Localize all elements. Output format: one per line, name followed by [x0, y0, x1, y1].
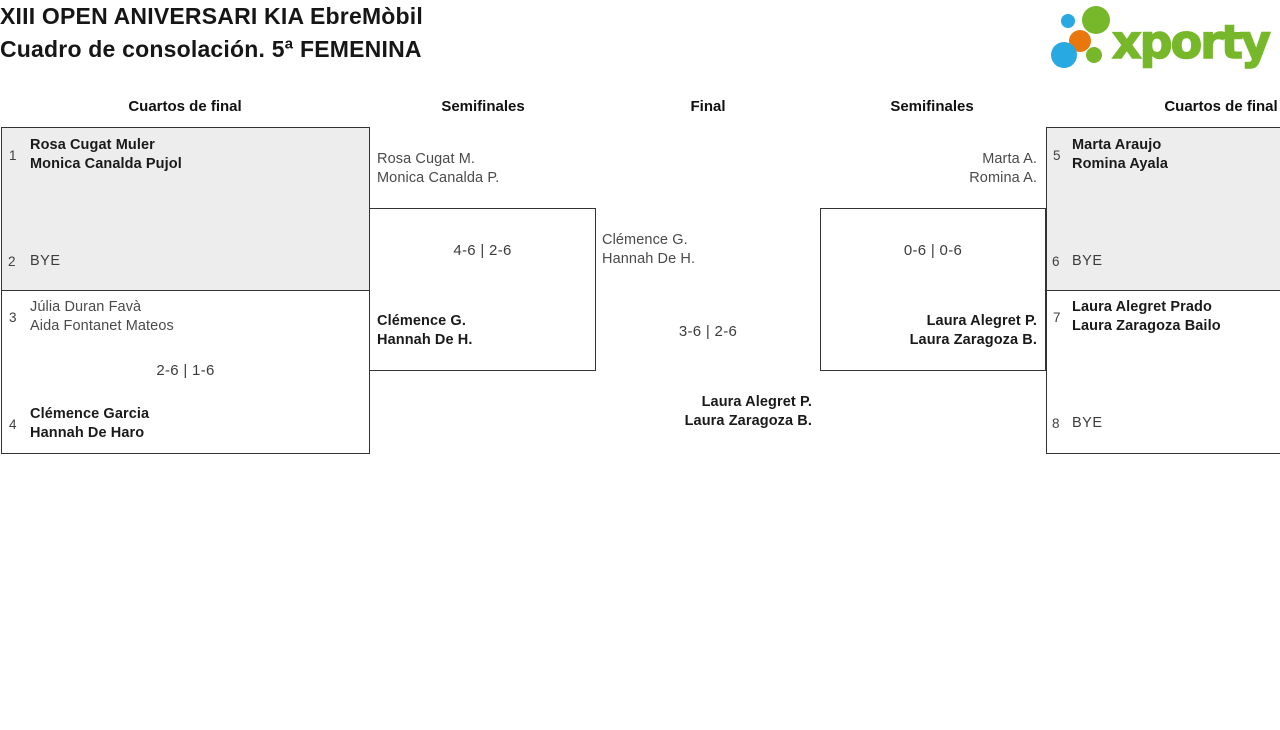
player-name: Clémence G.	[377, 313, 466, 329]
player-name: Aida Fontanet Mateos	[30, 318, 174, 334]
player-name: Monica Canalda Pujol	[30, 156, 182, 172]
round-header-qf-left: Cuartos de final	[128, 98, 242, 115]
player-name: Júlia Duran Favà	[30, 299, 142, 315]
seed-number-3: 3	[9, 310, 17, 325]
tournament-title: XIII OPEN ANIVERSARI KIA EbreMòbil	[0, 3, 423, 29]
player-name: Hannah De H.	[602, 251, 696, 267]
team-pair-final-top: Clémence G. Hannah De H.	[602, 231, 695, 269]
match-box-sf2	[820, 208, 1046, 371]
player-name: Laura Zaragoza B.	[684, 413, 812, 429]
player-name: Marta Araujo	[1072, 137, 1162, 153]
player-name: Rosa Cugat Muler	[30, 137, 155, 153]
team-pair-sf1-bottom: Clémence G. Hannah De H.	[377, 312, 472, 350]
bye-label-qf3: BYE	[1072, 253, 1103, 269]
team-pair-qf4-top: Laura Alegret Prado Laura Zaragoza Bailo	[1072, 298, 1221, 336]
team-pair-sf2-top: Marta A. Romina A.	[837, 150, 1037, 188]
player-name: Monica Canalda P.	[377, 170, 500, 186]
page-title: XIII OPEN ANIVERSARI KIA EbreMòbil Cuadr…	[0, 0, 423, 66]
draw-subtitle: Cuadro de consolación. 5ª FEMENINA	[0, 36, 422, 62]
bye-label-qf1: BYE	[30, 253, 61, 269]
xporty-logo-icon: xporty	[1051, 6, 1274, 70]
team-pair-sf1-top: Rosa Cugat M. Monica Canalda P.	[377, 150, 499, 188]
match-box-qf3	[1046, 127, 1280, 291]
seed-number-5: 5	[1053, 148, 1061, 163]
player-name: Clémence G.	[602, 232, 688, 248]
xporty-logo-text: xporty	[1112, 15, 1271, 69]
team-pair-qf2-bottom: Clémence Garcia Hannah De Haro	[30, 405, 149, 443]
player-name: Romina Ayala	[1072, 156, 1169, 172]
round-header-sf-right: Semifinales	[890, 98, 974, 115]
seed-number-2: 2	[8, 254, 16, 269]
match-box-sf1	[369, 208, 596, 371]
player-name: Romina A.	[969, 170, 1037, 186]
round-header-qf-right: Cuartos de final	[1164, 98, 1278, 115]
player-name: Laura Alegret P.	[701, 394, 812, 410]
player-name: Laura Zaragoza B.	[909, 332, 1037, 348]
player-name: Marta A.	[982, 151, 1037, 167]
player-name: Hannah De Haro	[30, 425, 145, 441]
round-header-sf-left: Semifinales	[441, 98, 525, 115]
team-pair-final-winner: Laura Alegret P. Laura Zaragoza B.	[612, 393, 812, 431]
seed-number-8: 8	[1052, 416, 1060, 431]
seed-number-4: 4	[9, 417, 17, 432]
player-name: Hannah De H.	[377, 332, 473, 348]
xporty-logo[interactable]: xporty	[1046, 2, 1280, 70]
player-name: Laura Alegret P.	[926, 313, 1037, 329]
match-score-final: 3-6 | 2-6	[678, 323, 738, 340]
bye-label-qf4: BYE	[1072, 415, 1103, 431]
team-pair-sf2-bottom: Laura Alegret P. Laura Zaragoza B.	[837, 312, 1037, 350]
match-box-qf2	[1, 290, 370, 454]
team-pair-qf3-top: Marta Araujo Romina Ayala	[1072, 136, 1168, 174]
player-name: Laura Alegret Prado	[1072, 299, 1212, 315]
seed-number-1: 1	[9, 148, 17, 163]
match-score-sf1: 4-6 | 2-6	[453, 242, 512, 259]
player-name: Rosa Cugat M.	[377, 151, 476, 167]
match-score-qf2: 2-6 | 1-6	[156, 362, 215, 379]
round-header-final: Final	[690, 98, 726, 115]
seed-number-6: 6	[1052, 254, 1060, 269]
seed-number-7: 7	[1053, 310, 1061, 325]
player-name: Laura Zaragoza Bailo	[1072, 318, 1221, 334]
team-pair-qf2-top: Júlia Duran Favà Aida Fontanet Mateos	[30, 298, 174, 336]
player-name: Clémence Garcia	[30, 406, 150, 422]
match-box-qf4	[1046, 290, 1280, 454]
team-pair-qf1-top: Rosa Cugat Muler Monica Canalda Pujol	[30, 136, 182, 174]
match-score-sf2: 0-6 | 0-6	[903, 242, 963, 259]
